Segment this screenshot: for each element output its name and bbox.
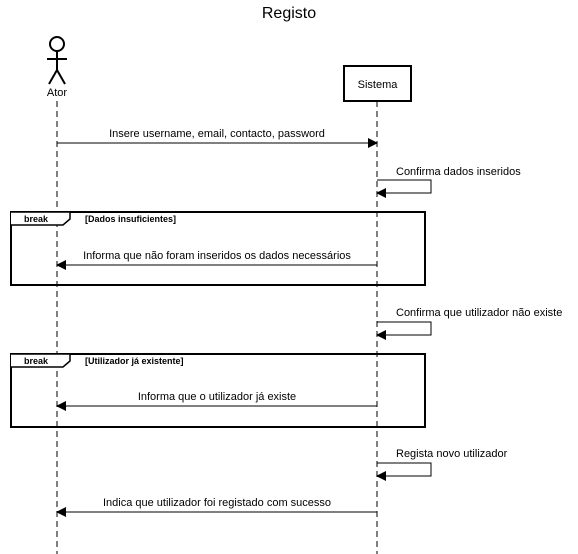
message-label: Confirma dados inseridos: [396, 166, 521, 178]
self-message-arrow: [376, 321, 432, 340]
participant-sistema-box: [343, 65, 412, 102]
message-label: Informa que o utilizador já existe: [138, 391, 296, 403]
fragment-break-1: break [Dados insuficientes]: [10, 211, 426, 286]
fragment-condition: [Utilizador já existente]: [85, 356, 184, 366]
fragment-condition: [Dados insuficientes]: [85, 214, 176, 224]
participant-ator-label: Ator: [47, 87, 68, 99]
fragment-operator: break: [24, 356, 49, 366]
message-label: Confirma que utilizador não existe: [396, 307, 562, 319]
self-message-arrow: [376, 179, 432, 198]
message-label: Indica que utilizador foi registado com …: [103, 497, 331, 509]
fragment-break-2: break [Utilizador já existente]: [10, 353, 426, 428]
actor-figure-icon: [47, 36, 67, 85]
participant-sistema-label: Sistema: [358, 79, 399, 91]
self-message-arrow: [376, 462, 432, 481]
message-label: Informa que não foram inseridos os dados…: [83, 250, 351, 262]
fragment-operator: break: [24, 214, 49, 224]
message-label: Insere username, email, contacto, passwo…: [109, 128, 325, 140]
message-label: Regista novo utilizador: [396, 448, 508, 460]
diagram-title: Registo: [262, 5, 316, 22]
